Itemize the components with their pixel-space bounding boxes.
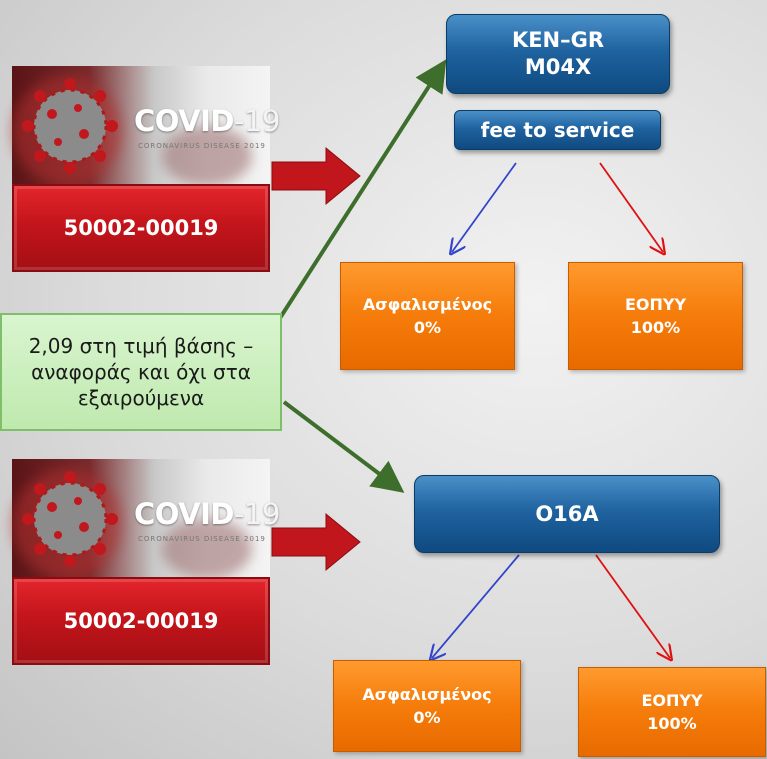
green-arrow-down [282,400,405,493]
covid-image-bottom: COVID-19 CORONAVIRUS DISEASE 2019 [12,459,280,579]
green-arrow-up [278,59,447,320]
drg-code-box-top: KEN–GR M04X [446,14,670,94]
covid-title-bottom: COVID-19 [134,497,280,531]
drg-code-line1: KEN–GR [511,27,605,52]
red-arrow-top [599,162,663,252]
blue-arrow-top [452,162,517,252]
fee-to-service-box: fee to service [454,110,661,150]
insured-percent: 0% [413,708,441,727]
eopyy-percent: 100% [630,318,681,337]
insured-percent: 0% [413,318,442,337]
covid-subtitle-top: CORONAVIRUS DISEASE 2019 [138,142,266,150]
procedure-code-top: 50002-00019 [12,184,270,272]
insured-label: Ασφαλισμένος [362,294,493,314]
covid-subtitle-bottom: CORONAVIRUS DISEASE 2019 [138,535,266,543]
block-arrow-bottom [271,512,361,572]
covid-title-top: COVID-19 [134,104,280,138]
covid-image-top: COVID-19 CORONAVIRUS DISEASE 2019 [12,66,280,186]
drg-code-line2: M04X [524,55,592,79]
fee-to-service-label: fee to service [480,118,635,142]
procedure-code-bottom: 50002-00019 [12,577,270,665]
insured-box-bottom: Ασφαλισμένος 0% [333,660,521,752]
eopyy-box-bottom: ΕΟΠΥΥ 100% [578,667,766,757]
red-arrow-bottom [595,554,670,658]
coronavirus-icon [22,471,118,567]
drg-code-box-bottom: O16A [414,475,720,553]
price-note: 2,09 στη τιμή βάσης – αναφοράς και όχι σ… [0,313,282,431]
drg-code-label: O16A [535,502,599,526]
eopyy-box-top: ΕΟΠΥΥ 100% [568,262,743,370]
blue-arrow-bottom [432,554,520,658]
eopyy-label: ΕΟΠΥΥ [624,294,687,314]
block-arrow-top [271,146,361,206]
eopyy-label: ΕΟΠΥΥ [641,690,703,710]
coronavirus-icon [22,78,118,174]
insured-label: Ασφαλισμένος [362,684,492,704]
insured-box-top: Ασφαλισμένος 0% [340,262,515,370]
eopyy-percent: 100% [647,714,697,733]
